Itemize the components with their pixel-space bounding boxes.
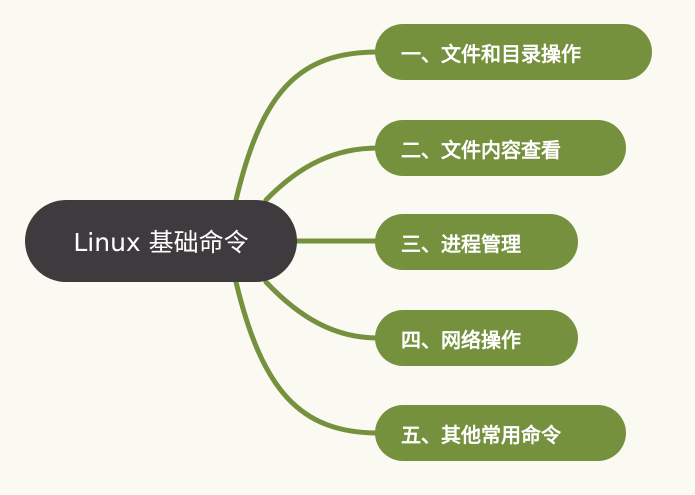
connector-branch-2 [263,145,381,203]
branch-node-file-directory[interactable]: 一、文件和目录操作 [375,24,652,80]
branch-label: 四、网络操作 [401,327,521,352]
root-label: Linux 基础命令 [73,228,249,257]
branch-label: 二、文件内容查看 [401,137,561,162]
branch-label: 五、其他常用命令 [401,422,561,447]
connector-branch-1 [233,49,381,203]
connector-branch-5 [233,279,381,436]
branch-label: 三、进程管理 [401,231,521,256]
branch-node-file-content[interactable]: 二、文件内容查看 [375,120,626,176]
branch-label: 一、文件和目录操作 [401,41,581,66]
connector-branch-4 [263,279,381,341]
branch-node-network[interactable]: 四、网络操作 [375,310,578,366]
branch-node-other-commands[interactable]: 五、其他常用命令 [375,405,626,461]
root-node[interactable]: Linux 基础命令 [25,200,297,282]
branch-node-process[interactable]: 三、进程管理 [375,214,578,270]
